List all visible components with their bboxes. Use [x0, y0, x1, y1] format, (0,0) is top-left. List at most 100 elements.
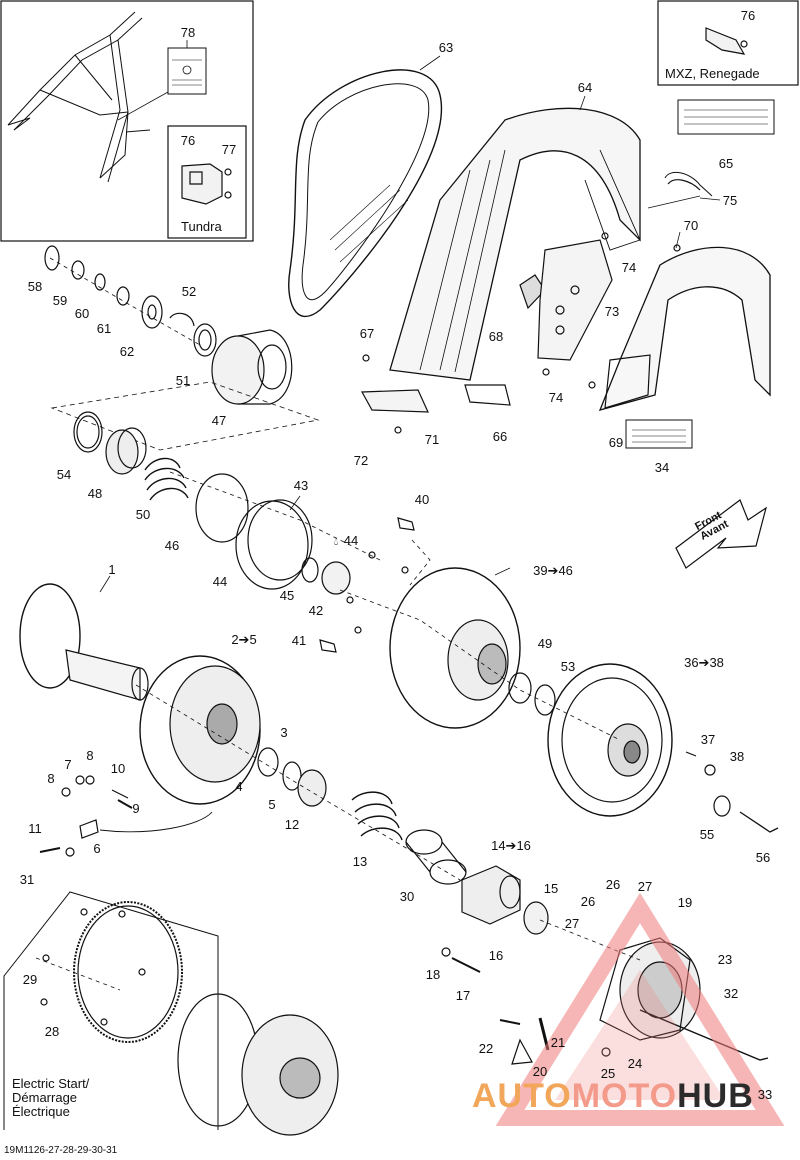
levers-6-11 [39, 775, 213, 857]
callout-62: 62 [119, 344, 135, 359]
fasteners-37-56 [685, 751, 779, 833]
callout-44a: 44 [343, 533, 359, 548]
group-outline-47-54 [50, 381, 320, 451]
callout-31: 31 [19, 872, 35, 887]
drive-pulley-1 [19, 583, 149, 701]
bracket-assembly-66-74 [360, 232, 613, 434]
callout-71: 71 [424, 432, 440, 447]
driven-sheave-39-46 [389, 567, 521, 729]
callout-18: 18 [425, 967, 441, 982]
sheave-2-5 [139, 655, 261, 805]
retainer-51-52 [169, 312, 217, 357]
callout-74b: 74 [548, 390, 564, 405]
callout-17: 17 [455, 988, 471, 1003]
sheave-36-38 [547, 663, 673, 817]
watermark-part-1: AUTO [472, 1077, 572, 1115]
callout-58: 58 [27, 279, 43, 294]
callout-42: 42 [308, 603, 324, 618]
callout-54: 54 [56, 467, 72, 482]
spider-14-16 [441, 865, 549, 973]
callout-63: 63 [438, 40, 454, 55]
watermark-part-3: HUB [677, 1077, 754, 1115]
washers-49-53 [508, 672, 556, 716]
mxz-label: MXZ, Renegade [665, 66, 760, 81]
callout-48: 48 [87, 486, 103, 501]
electric-start-box [3, 891, 219, 1130]
callout-25: 25 [600, 1066, 616, 1081]
callout-38: 38 [729, 749, 745, 764]
callout-78: 78 [180, 25, 196, 40]
electric-start-line-1: Electric Start/ [12, 1076, 90, 1091]
clip-75 [647, 171, 713, 209]
callout-9: 9 [132, 801, 140, 816]
callout-15: 15 [543, 881, 559, 896]
bolts-40-41 [319, 517, 415, 653]
ring-gear-28-29 [40, 901, 183, 1043]
callout-52: 52 [181, 284, 197, 299]
callout-39-46: 39➔46 [533, 563, 573, 578]
callout-14-16: 14➔16 [491, 838, 531, 853]
callout-70: 70 [683, 218, 699, 233]
callout-66: 66 [492, 429, 508, 444]
callout-61: 61 [96, 321, 112, 336]
callout-53: 53 [560, 659, 576, 674]
spring-group-48-54 [73, 411, 189, 501]
callout-20: 20 [532, 1064, 548, 1079]
callout-40: 40 [414, 492, 430, 507]
decal-78 [167, 40, 207, 95]
callout-68: 68 [488, 329, 504, 344]
callout-67: 67 [359, 326, 375, 341]
diagram-reference: 19M1126-27-28-29-30-31 [4, 1145, 118, 1156]
inset-frame-box [0, 0, 799, 242]
callout-47: 47 [211, 413, 227, 428]
callout-34: 34 [654, 460, 670, 475]
callout-51: 51 [175, 373, 191, 388]
bushings-3-5-12 [257, 747, 327, 807]
callout-59: 59 [52, 293, 68, 308]
callout-77: 77 [221, 142, 237, 157]
callout-43: 43 [293, 478, 309, 493]
callout-6: 6 [93, 841, 101, 856]
bracket-76-tundra [181, 163, 232, 205]
electric-start-label: Electric Start/ Démarrage Électrique [12, 1077, 89, 1119]
callout-19: 19 [677, 895, 693, 910]
watermark-part-2: MOTO [571, 1077, 678, 1115]
dashed-leaders [35, 257, 641, 991]
callout-8b: 8 [86, 748, 94, 763]
belt-guard-64 [389, 107, 641, 381]
callout-22: 22 [478, 1041, 494, 1056]
bracket-76-mxz [705, 27, 748, 55]
callout-50: 50 [135, 507, 151, 522]
callout-46: 46 [164, 538, 180, 553]
rings-42-46 [195, 473, 351, 595]
callout-32: 32 [723, 986, 739, 1001]
callout-4: 4 [235, 779, 243, 794]
callout-13: 13 [352, 854, 368, 869]
callout-76b: 76 [740, 8, 756, 23]
callout-64: 64 [577, 80, 593, 95]
frame-illustration [7, 11, 169, 183]
callout-72: 72 [353, 453, 369, 468]
callout-8a: 8 [47, 771, 55, 786]
callout-75: 75 [722, 193, 738, 208]
callout-33: 33 [757, 1087, 773, 1102]
callout-29: 29 [22, 972, 38, 987]
callout-23: 23 [717, 952, 733, 967]
electric-start-line-2: Démarrage [12, 1090, 78, 1105]
callout-27a: 27 [637, 879, 653, 894]
callout-60: 60 [74, 306, 90, 321]
callout-24: 24 [627, 1056, 643, 1071]
spring-13 [351, 791, 403, 841]
callout-7: 7 [64, 757, 72, 772]
callout-56: 56 [755, 850, 771, 865]
watermark-brand: AUTOMOTOHUB [472, 1078, 754, 1114]
callout-27b: 27 [564, 916, 580, 931]
callout-76a: 76 [180, 133, 196, 148]
callout-45: 45 [279, 588, 295, 603]
drive-belt-63 [288, 69, 443, 318]
callout-73: 73 [604, 304, 620, 319]
callout-44b: 44 [212, 574, 228, 589]
callout-16: 16 [488, 948, 504, 963]
callout-28: 28 [44, 1024, 60, 1039]
